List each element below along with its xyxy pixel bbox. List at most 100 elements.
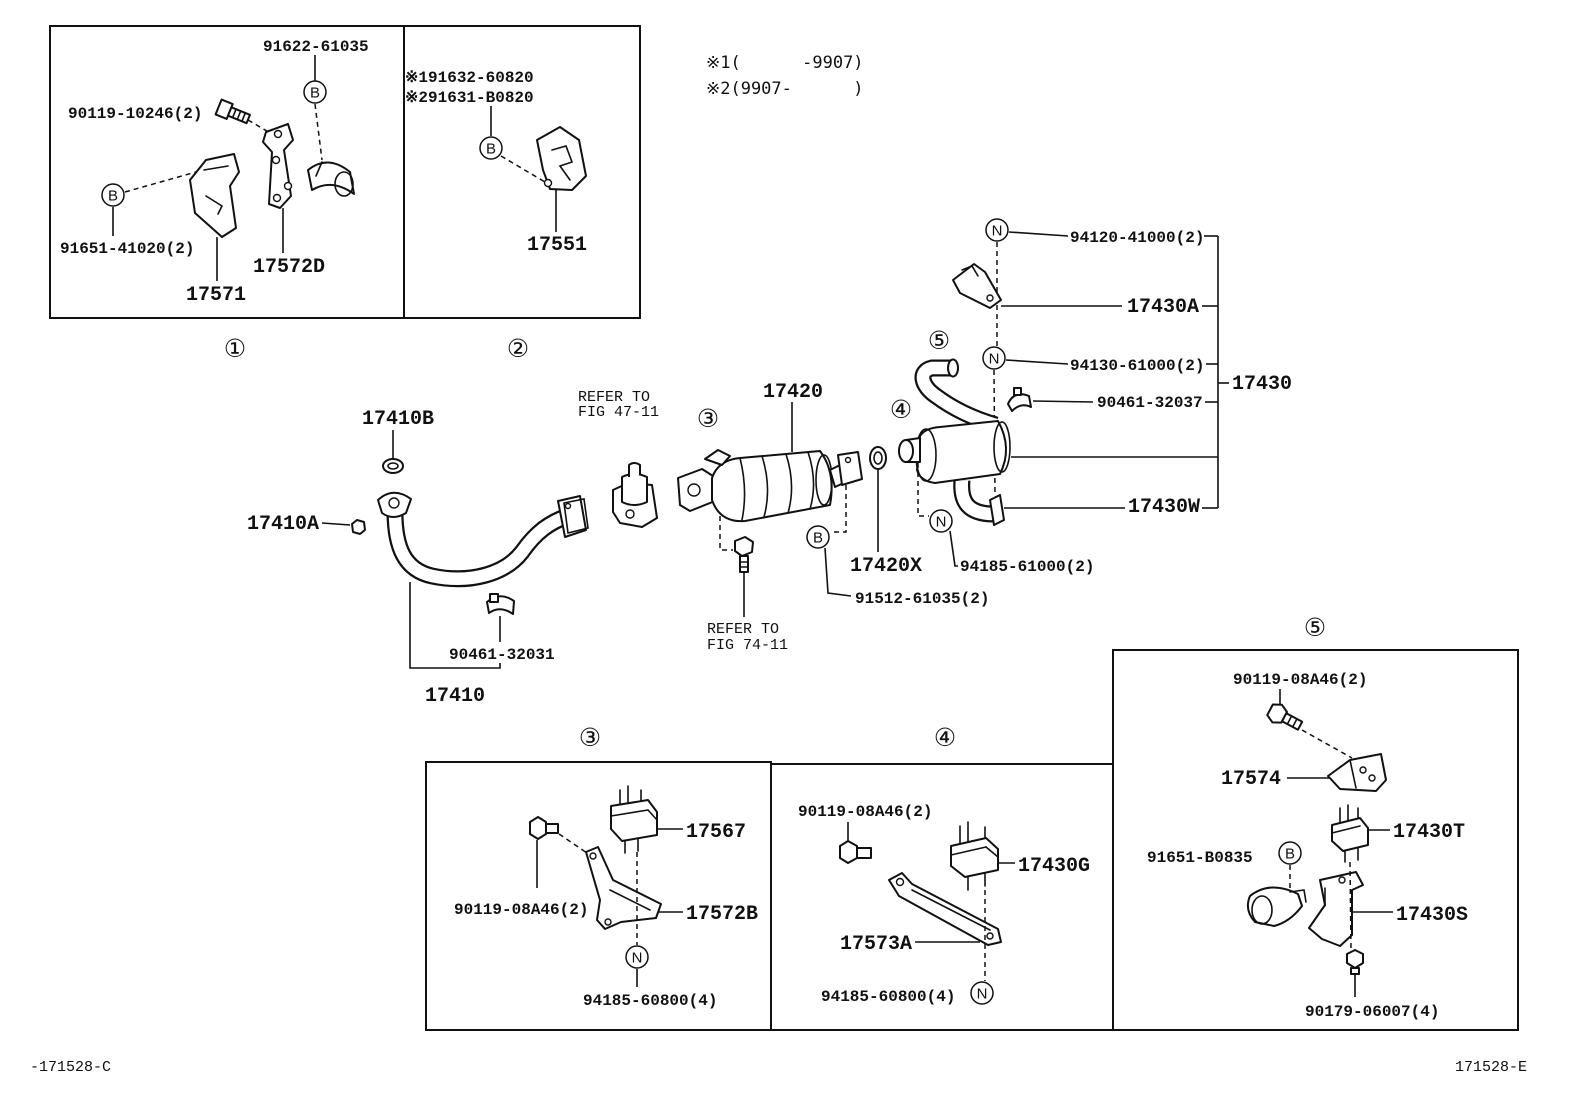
converter-group: 17420 REFER TO FIG 74-11 [677, 381, 989, 654]
detail-5: 90119-08A46(2) 17574 17430T 91 [1112, 649, 1519, 1031]
part-label-17410[interactable]: 17410 [425, 685, 485, 708]
sensor-icon [612, 462, 658, 528]
callout-b: B [479, 136, 503, 160]
callout-letter: B [486, 141, 496, 158]
applicability-notes: ※1( -9907) ※2(9907- ) [706, 53, 864, 99]
pipe-clamp-icon [486, 593, 515, 615]
rear-hanger-icon [989, 494, 1005, 526]
part-label-91512-61035[interactable]: 91512-61035(2) [855, 590, 989, 608]
part-label-94130-61000[interactable]: 94130-61000(2) [1070, 357, 1204, 375]
part-label-94185-60800[interactable]: 94185-60800(4) [821, 988, 955, 1006]
refer-to-text: REFER TO [578, 389, 650, 406]
rubber-mount-icon [950, 821, 999, 891]
refer-fig-text[interactable]: FIG 47-11 [578, 404, 659, 421]
callout-letter: N [992, 223, 1003, 240]
section-marker-2: ② [507, 334, 529, 363]
nut-icon [351, 519, 366, 535]
part-label-90461-32031[interactable]: 90461-32031 [449, 646, 555, 664]
part-label-94185-61000[interactable]: 94185-61000(2) [960, 558, 1094, 576]
section-marker-1: ① [224, 334, 246, 363]
part-label-17420[interactable]: 17420 [763, 381, 823, 404]
callout-letter: N [936, 514, 947, 531]
muffler-icon [898, 358, 1011, 523]
callout-n: N [985, 218, 1009, 242]
part-label-17567[interactable]: 17567 [686, 821, 746, 844]
callout-b: B [1278, 841, 1302, 865]
part-label-17410A[interactable]: 17410A [247, 513, 319, 536]
note-1: ※1( -9907) [706, 53, 864, 73]
clamp-band-icon [307, 161, 355, 197]
bracket-icon [585, 846, 662, 930]
front-pipe-group: 17410B 17410A 90461-32031 17410 [247, 408, 589, 708]
callout-n: N [929, 509, 953, 533]
part-label-17430[interactable]: 17430 [1232, 373, 1292, 396]
gasket-icon [382, 458, 404, 474]
part-label-17572B[interactable]: 17572B [686, 903, 758, 926]
drawing-code-right: 171528-E [1455, 1059, 1527, 1076]
detail-4: 90119-08A46(2) 17430G 17573A 94185-60 [770, 763, 1114, 1031]
part-label-91631-B0820[interactable]: ※291631-B0820 [405, 89, 534, 107]
section-marker-5: ⑤ [1304, 613, 1326, 642]
inset-1: 91622-61035 B 90119-10246(2) [60, 38, 369, 307]
callout-b: B [101, 183, 125, 207]
part-label-90179-06007[interactable]: 90179-06007(4) [1305, 1003, 1439, 1021]
part-label-90461-32037[interactable]: 90461-32037 [1097, 394, 1203, 412]
note-2: ※2(9907- ) [706, 79, 864, 99]
callout-n: N [625, 945, 649, 969]
part-label-17572D[interactable]: 17572D [253, 256, 325, 279]
part-label-90119-10246[interactable]: 90119-10246(2) [68, 105, 202, 123]
part-label-91651-41020[interactable]: 91651-41020(2) [60, 240, 194, 258]
part-label-94185-60800[interactable]: 94185-60800(4) [583, 992, 717, 1010]
bracket-icon [189, 153, 240, 238]
bar-bracket-icon [888, 872, 1002, 946]
part-label-17430T[interactable]: 17430T [1393, 821, 1465, 844]
part-label-17430G[interactable]: 17430G [1018, 855, 1090, 878]
part-label-91651-B0835[interactable]: 91651-B0835 [1147, 849, 1253, 867]
tail-pipe-group: N 94120-41000(2) 17430A N 94130-61000(2)… [898, 218, 1292, 576]
support-bracket-icon [1308, 871, 1364, 947]
refer-fig-text[interactable]: FIG 74-11 [707, 637, 788, 654]
part-label-90119-08A46[interactable]: 90119-08A46(2) [798, 803, 932, 821]
part-label-90119-08A46[interactable]: 90119-08A46(2) [454, 901, 588, 919]
bracket-icon [536, 126, 587, 191]
callout-b: B [806, 525, 830, 549]
part-label-91632-60820[interactable]: ※191632-60820 [405, 69, 534, 87]
callout-letter: B [1285, 846, 1295, 863]
section-marker-5: ⑤ [928, 326, 950, 355]
gasket-icon [869, 446, 887, 470]
inset-frame-1-2 [49, 25, 641, 319]
strap-bracket-icon [262, 123, 294, 209]
bolt-icon [839, 840, 872, 864]
part-label-17571[interactable]: 17571 [186, 284, 246, 307]
rubber-mount-icon [610, 785, 658, 854]
part-label-17430W[interactable]: 17430W [1128, 496, 1200, 519]
part-label-91622-61035[interactable]: 91622-61035 [263, 38, 369, 56]
pipe-clamp-icon [1007, 387, 1032, 412]
callout-b: B [303, 80, 327, 104]
part-label-17420X[interactable]: 17420X [850, 555, 922, 578]
section-marker-4: ④ [934, 723, 956, 752]
inset-2: ※191632-60820 ※291631-B0820 B 17551 [405, 69, 587, 257]
part-label-17573A[interactable]: 17573A [840, 933, 912, 956]
part-label-17430S[interactable]: 17430S [1396, 904, 1468, 927]
refer-to-text: REFER TO [707, 621, 779, 638]
part-label-17410B[interactable]: 17410B [362, 408, 434, 431]
part-label-17430A[interactable]: 17430A [1127, 296, 1199, 319]
catalytic-converter-icon [677, 449, 863, 523]
bolt-icon [529, 816, 559, 840]
part-label-17574[interactable]: 17574 [1221, 768, 1281, 791]
callout-letter: B [310, 85, 320, 102]
assembly-bracket [1204, 235, 1229, 508]
nut-icon [1346, 949, 1364, 975]
section-marker-3: ③ [579, 723, 601, 752]
callout-letter: N [977, 986, 988, 1003]
drawing-code-left: -171528-C [30, 1059, 111, 1076]
part-label-90119-08A46[interactable]: 90119-08A46(2) [1233, 671, 1367, 689]
bolt-icon [214, 98, 251, 125]
callout-letter: N [632, 950, 643, 967]
part-label-94120-41000[interactable]: 94120-41000(2) [1070, 229, 1204, 247]
section-marker-3: ③ [697, 404, 719, 433]
callout-letter: B [813, 530, 823, 547]
part-label-17551[interactable]: 17551 [527, 234, 587, 257]
